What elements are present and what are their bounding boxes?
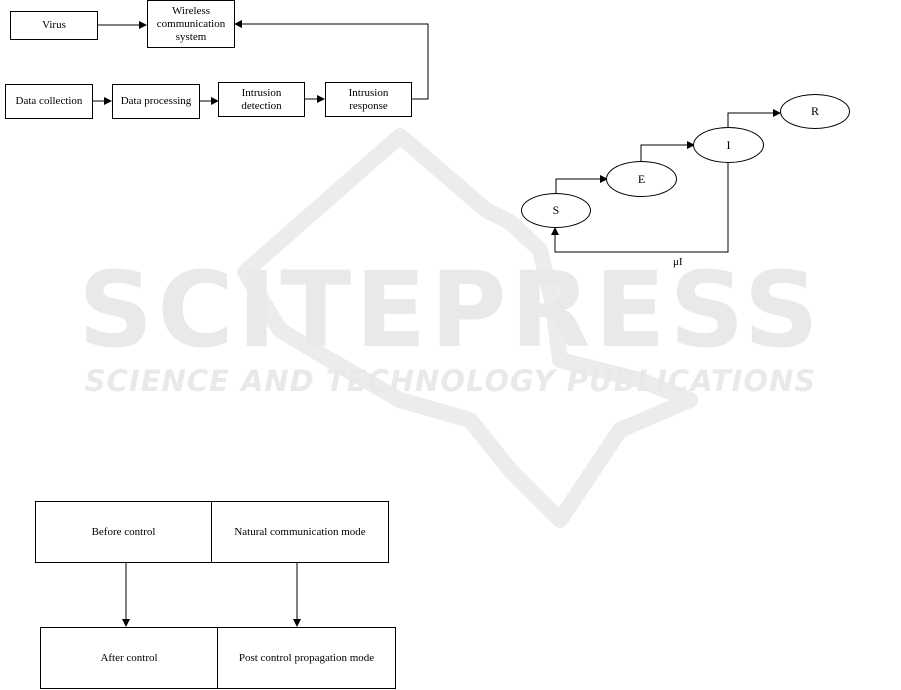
- after-control-box: After control: [40, 627, 218, 689]
- intrusion-detection-box: Intrusion detection: [218, 82, 305, 117]
- node-e: E: [606, 161, 677, 197]
- wireless-system-box: Wireless communication system: [147, 0, 235, 48]
- arrow-i-to-r: [728, 113, 780, 127]
- node-r: R: [780, 94, 850, 129]
- natural-mode-box: Natural communication mode: [211, 501, 389, 563]
- node-s: S: [521, 193, 591, 228]
- post-control-mode-box: Post control propagation mode: [217, 627, 396, 689]
- arrow-e-to-i: [641, 145, 694, 161]
- data-collection-box: Data collection: [5, 84, 93, 119]
- node-i: I: [693, 127, 764, 163]
- virus-box: Virus: [10, 11, 98, 40]
- before-control-box: Before control: [35, 501, 212, 563]
- arrow-s-to-e: [556, 179, 607, 193]
- data-processing-box: Data processing: [112, 84, 200, 119]
- intrusion-response-box: Intrusion response: [325, 82, 412, 117]
- feedback-label: μI: [673, 256, 683, 268]
